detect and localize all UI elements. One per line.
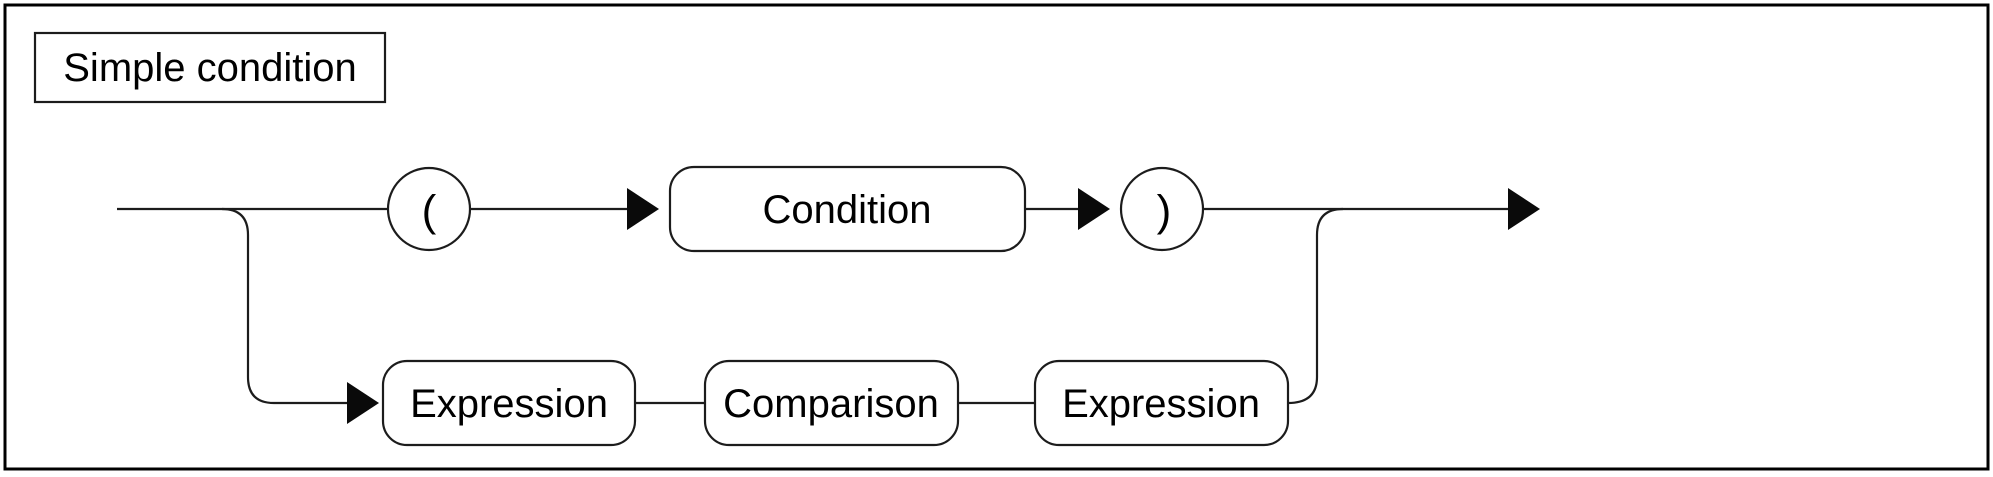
expression-node-label: Expression bbox=[1062, 382, 1260, 426]
outer-frame-border bbox=[3, 3, 1990, 471]
open-paren-label: ( bbox=[422, 187, 437, 236]
condition-node-label: Condition bbox=[762, 188, 931, 232]
expression-node-label: Expression bbox=[410, 382, 608, 426]
close-paren-label: ) bbox=[1157, 187, 1172, 236]
rule-title: Simple condition bbox=[63, 46, 357, 90]
arrowhead-right-icon bbox=[1078, 188, 1110, 230]
comparison-node-label: Comparison bbox=[723, 382, 939, 426]
branch-merge-line bbox=[1287, 207, 1344, 405]
arrowhead-right-icon bbox=[627, 188, 659, 230]
arrowhead-right-icon bbox=[1508, 188, 1540, 230]
arrowhead-right-icon bbox=[347, 382, 379, 424]
rule-title-box bbox=[33, 31, 387, 104]
branch-split-line bbox=[221, 207, 347, 405]
